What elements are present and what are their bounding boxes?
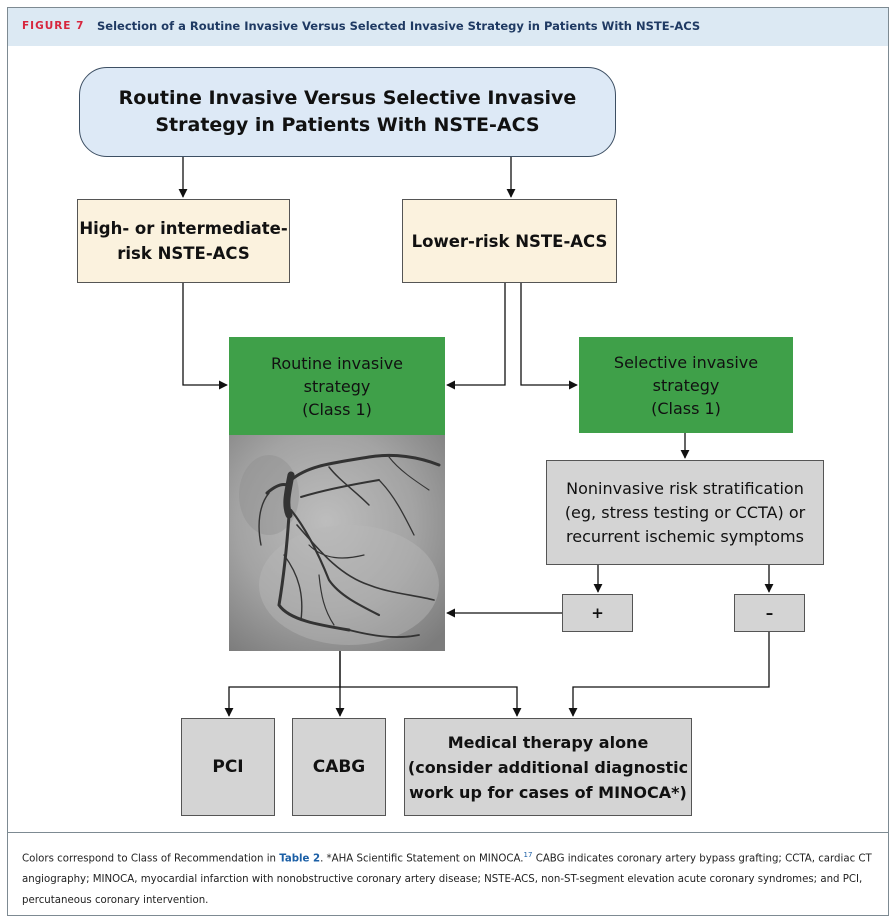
pci-label: PCI [212, 757, 244, 777]
selective-invasive-line2: strategy [652, 375, 720, 395]
cabg-box: CABG [292, 718, 386, 816]
cabg-label: CABG [312, 757, 366, 777]
selective-invasive-box: Selective invasive strategy (Class 1) [579, 337, 793, 433]
arrow-lower-to-routine [446, 283, 506, 390]
positive-label: + [591, 604, 604, 622]
noninvasive-line2: (eg, stress testing or CCTA) or [564, 502, 806, 522]
noninvasive-line1: Noninvasive risk stratification [566, 478, 804, 498]
coronary-angiogram-image [229, 435, 445, 651]
lower-risk-label: Lower-risk NSTE-ACS [411, 231, 608, 251]
medical-therapy-box: Medical therapy alone (consider additiona… [404, 718, 692, 816]
routine-invasive-line1: Routine invasive [270, 353, 404, 373]
figure-caption: Colors correspond to Class of Recommenda… [22, 845, 880, 911]
selective-invasive-line1: Selective invasive [613, 352, 759, 372]
figure-header [8, 8, 888, 46]
caption-divider [8, 832, 888, 833]
medical-line2: (consider additional diagnostic [407, 757, 689, 777]
medical-line1: Medical therapy alone [447, 732, 649, 752]
reference-17-link[interactable]: 17 [523, 851, 533, 859]
negative-result-box: – [734, 594, 805, 632]
arrow-routine-to-pci [224, 651, 341, 717]
figure-title: Selection of a Routine Invasive Versus S… [97, 19, 701, 33]
high-risk-line2: risk NSTE-ACS [117, 244, 250, 263]
strategy-title-box: Routine Invasive Versus Selective Invasi… [79, 67, 616, 157]
noninvasive-line3: recurrent ischemic symptoms [566, 526, 804, 546]
strategy-title-line2: Strategy in Patients With NSTE-ACS [155, 114, 540, 136]
arrow-negative-to-medical [568, 632, 770, 717]
figure-label: FIGURE 7 [22, 20, 85, 32]
caption-text-2: . *AHA Scientific Statement on MINOCA. [320, 853, 524, 865]
negative-label: – [765, 604, 774, 622]
noninvasive-stratification-box: Noninvasive risk stratification (eg, stre… [546, 460, 824, 565]
selective-invasive-class: (Class 1) [651, 398, 721, 418]
lower-risk-box: Lower-risk NSTE-ACS [402, 199, 617, 283]
routine-invasive-class: (Class 1) [302, 399, 372, 419]
high-risk-line1: High- or intermediate- [79, 219, 288, 238]
caption-text-1: Colors correspond to Class of Recommenda… [22, 853, 280, 865]
routine-invasive-box: Routine invasive strategy (Class 1) [229, 337, 445, 435]
pci-box: PCI [181, 718, 275, 816]
routine-invasive-line2: strategy [303, 376, 371, 396]
table-2-link[interactable]: Table 2 [279, 853, 321, 865]
caption-text-3: CABG indicates coronary artery bypass gr… [22, 853, 872, 907]
arrow-routine-to-medical [340, 686, 522, 717]
arrow-lower-to-selective [520, 283, 578, 390]
arrow-high-to-routine [182, 283, 228, 390]
strategy-title-line1: Routine Invasive Versus Selective Invasi… [118, 87, 577, 109]
high-risk-box: High- or intermediate-risk NSTE-ACS [77, 199, 290, 283]
medical-line3: work up for cases of MINOCA*) [409, 782, 687, 802]
positive-result-box: + [562, 594, 633, 632]
